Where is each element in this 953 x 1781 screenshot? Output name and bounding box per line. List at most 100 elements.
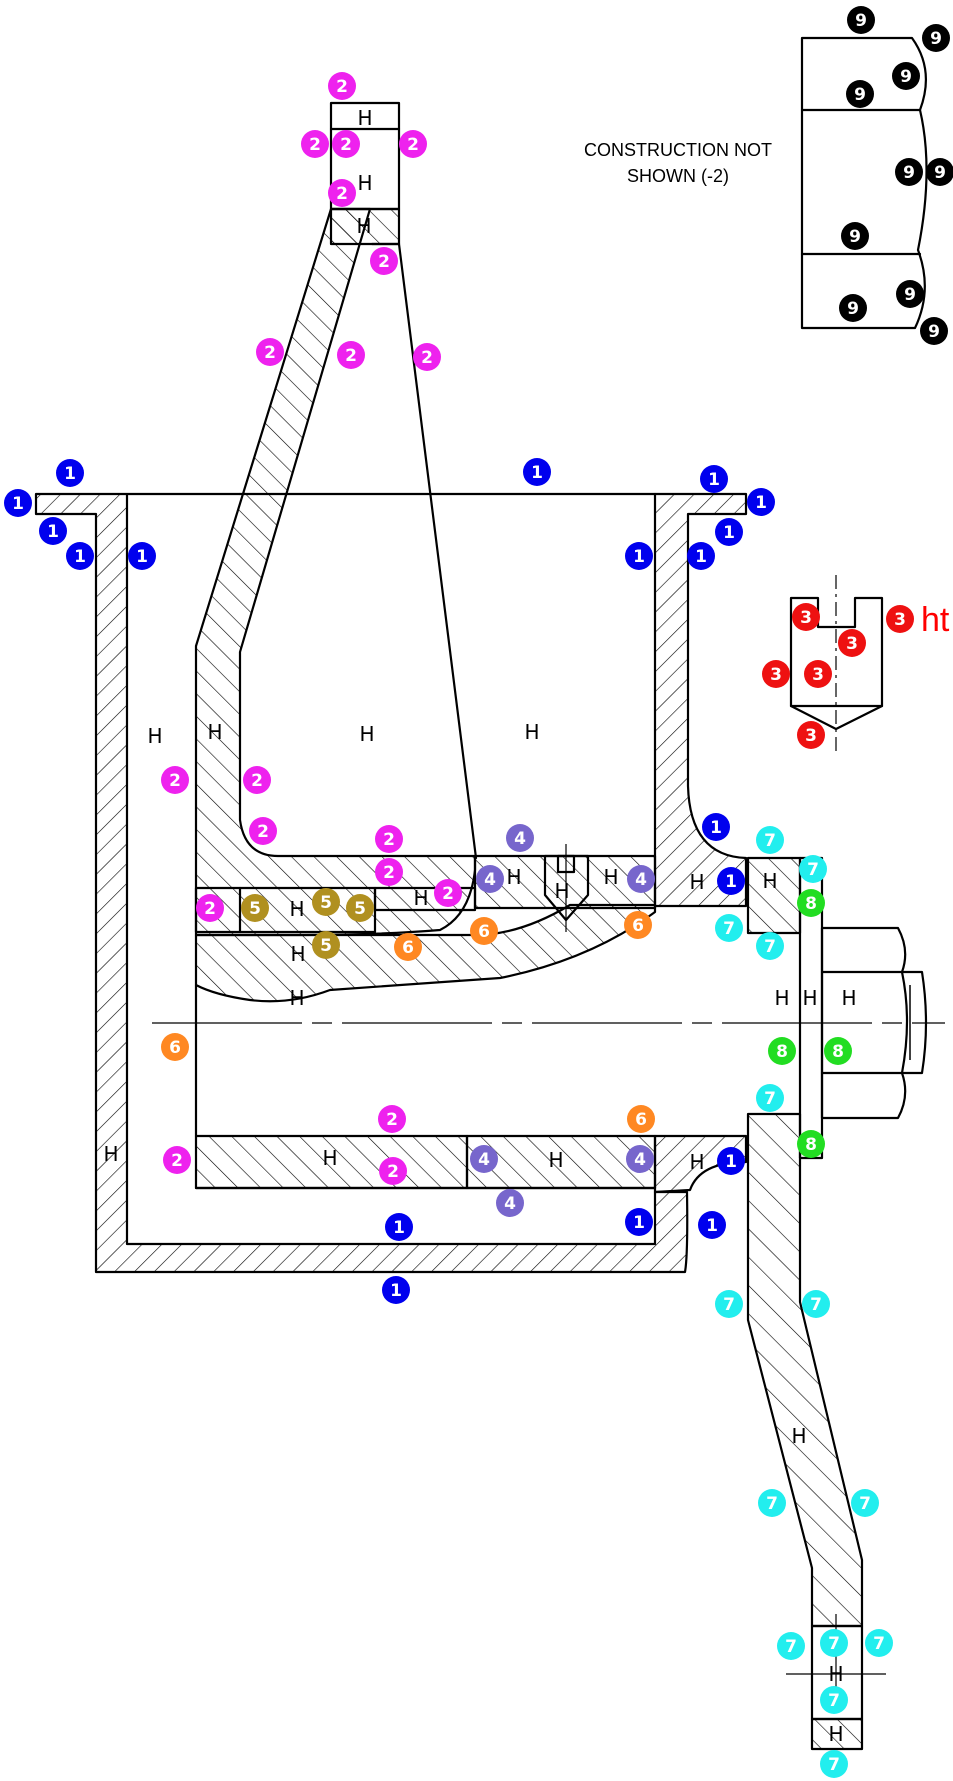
callout-number: 8	[832, 1042, 844, 1062]
callout-2: 2	[375, 858, 403, 886]
part-1-housing	[34, 492, 748, 1274]
callout-number: 1	[633, 1213, 645, 1233]
callout-2: 2	[413, 343, 441, 371]
callout-circle	[920, 317, 948, 345]
callout-number: 2	[340, 135, 352, 155]
callout-1: 1	[715, 518, 743, 546]
callout-circle	[715, 1290, 743, 1318]
callout-circle	[39, 517, 67, 545]
callout-circle	[797, 1130, 825, 1158]
callout-circle	[163, 1146, 191, 1174]
callout-circle	[370, 247, 398, 275]
part-7-arm	[746, 856, 886, 1751]
callout-3: 3	[886, 605, 914, 633]
callout-circle	[375, 825, 403, 853]
callout-circle	[756, 1084, 784, 1112]
callout-number: 1	[74, 547, 86, 567]
callout-6: 6	[161, 1033, 189, 1061]
callout-number: 2	[251, 771, 263, 791]
callout-number: 1	[12, 494, 24, 514]
callout-7: 7	[758, 1489, 786, 1517]
callout-number: 1	[725, 1152, 737, 1172]
callout-number: 1	[633, 547, 645, 567]
callout-9: 9	[841, 222, 869, 250]
callout-8: 8	[797, 889, 825, 917]
callout-circle	[926, 158, 953, 186]
callout-circle	[717, 867, 745, 895]
callout-7: 7	[756, 826, 784, 854]
callout-circle	[797, 889, 825, 917]
callout-number: 2	[387, 1162, 399, 1182]
callout-2: 2	[370, 247, 398, 275]
callout-6: 6	[624, 911, 652, 939]
callout-circle	[346, 894, 374, 922]
callout-number: 7	[723, 1295, 735, 1315]
callout-circle	[895, 158, 923, 186]
callout-circle	[702, 813, 730, 841]
callout-circle	[756, 826, 784, 854]
callout-number: 2	[336, 184, 348, 204]
region-label-h: H	[357, 171, 372, 195]
red-ht-label: ht	[921, 601, 950, 639]
callout-number: 8	[805, 894, 817, 914]
construction-note: CONSTRUCTION NOT SHOWN (-2)	[584, 140, 772, 186]
callout-number: 7	[873, 1634, 885, 1654]
region-label-h: H	[357, 106, 372, 130]
callout-circle	[241, 894, 269, 922]
callout-number: 7	[807, 860, 819, 880]
callout-2: 2	[337, 341, 365, 369]
callout-4: 4	[470, 1145, 498, 1173]
callout-number: 4	[484, 870, 496, 890]
callout-number: 9	[854, 85, 866, 105]
callout-number: 3	[894, 610, 906, 630]
callout-circle	[379, 1157, 407, 1185]
callout-number: 2	[169, 771, 181, 791]
callout-9: 9	[895, 158, 923, 186]
callout-circle	[715, 518, 743, 546]
callout-circle	[717, 1147, 745, 1175]
callout-1: 1	[702, 813, 730, 841]
callout-6: 6	[627, 1105, 655, 1133]
note-line-2: SHOWN (-2)	[627, 166, 729, 186]
callout-number: 5	[320, 936, 332, 956]
callout-number: 4	[514, 829, 526, 849]
callout-7: 7	[715, 1290, 743, 1318]
callout-9: 9	[846, 80, 874, 108]
callout-circle	[627, 1105, 655, 1133]
callout-circle	[337, 341, 365, 369]
callout-number: 2	[378, 252, 390, 272]
callout-2: 2	[328, 72, 356, 100]
callout-2: 2	[378, 1105, 406, 1133]
callout-circle	[312, 888, 340, 916]
callout-circle	[128, 542, 156, 570]
callout-7: 7	[777, 1632, 805, 1660]
callout-circle	[626, 1145, 654, 1173]
callout-number: 7	[764, 937, 776, 957]
callout-1: 1	[39, 517, 67, 545]
callout-number: 8	[805, 1135, 817, 1155]
callout-number: 2	[257, 822, 269, 842]
callout-5: 5	[312, 931, 340, 959]
callout-4: 4	[506, 824, 534, 852]
callout-number: 2	[264, 343, 276, 363]
region-label-h: H	[289, 986, 304, 1010]
callout-number: 1	[393, 1218, 405, 1238]
callout-circle	[66, 542, 94, 570]
callout-circle	[851, 1489, 879, 1517]
callout-number: 8	[776, 1042, 788, 1062]
region-label-h: H	[689, 870, 704, 894]
callout-number: 1	[723, 523, 735, 543]
callout-number: 3	[805, 726, 817, 746]
callout-number: 7	[764, 831, 776, 851]
region-label-h: H	[359, 722, 374, 746]
region-label-h: H	[322, 1146, 337, 1170]
region-label-h: H	[828, 1662, 843, 1686]
callout-circle	[523, 458, 551, 486]
callout-circle	[820, 1750, 848, 1778]
note-line-1: CONSTRUCTION NOT	[584, 140, 772, 160]
callout-circle	[758, 1489, 786, 1517]
callout-7: 7	[820, 1686, 848, 1714]
callout-circle	[328, 72, 356, 100]
callout-number: 7	[785, 1637, 797, 1657]
callout-circle	[385, 1213, 413, 1241]
